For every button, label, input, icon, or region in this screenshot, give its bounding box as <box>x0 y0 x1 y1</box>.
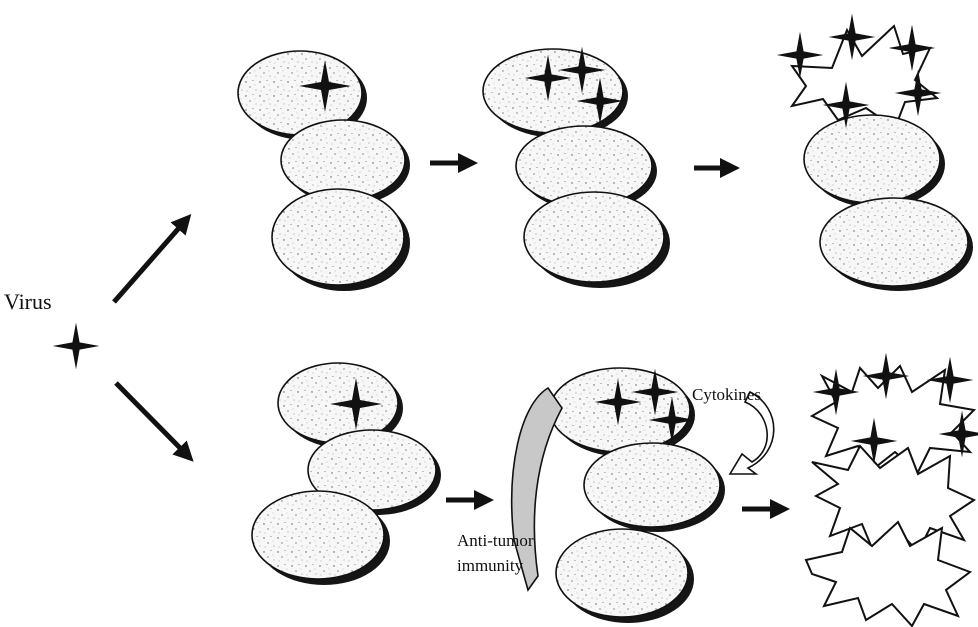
cytokines-arrow <box>730 392 774 474</box>
bottom-cell-cluster-3 <box>806 353 978 626</box>
bottom-cell-cluster-1 <box>252 363 441 585</box>
virus-label: Virus <box>4 289 52 314</box>
top-cell-cluster-1 <box>238 51 410 291</box>
tumor-cell <box>556 529 694 623</box>
lysed-cell <box>806 522 970 626</box>
top-row <box>238 14 973 291</box>
virus-origin: Virus <box>4 289 99 369</box>
tumor-cell <box>272 189 410 291</box>
top-cell-cluster-2 <box>483 47 670 288</box>
tumor-cell <box>524 192 670 288</box>
anti-tumor-label: Anti-tumor <box>457 531 534 550</box>
tumor-cell <box>584 443 725 532</box>
bottom-row: Anti-tumor immunity Cytokines <box>252 353 978 626</box>
top-cell-cluster-3 <box>777 14 973 291</box>
immunity-label: immunity <box>457 556 524 575</box>
virus-icon <box>53 323 100 370</box>
arrow-down-right <box>116 383 188 456</box>
cytokines-label: Cytokines <box>692 385 761 404</box>
arrow-up-right <box>114 220 186 302</box>
lysed-cell <box>792 26 937 128</box>
bottom-cell-cluster-2: Anti-tumor immunity Cytokines <box>457 368 774 623</box>
tumor-cell <box>483 49 628 138</box>
diverging-arrows <box>114 220 188 456</box>
tumor-cell <box>804 115 945 208</box>
tumor-cell <box>820 198 973 291</box>
